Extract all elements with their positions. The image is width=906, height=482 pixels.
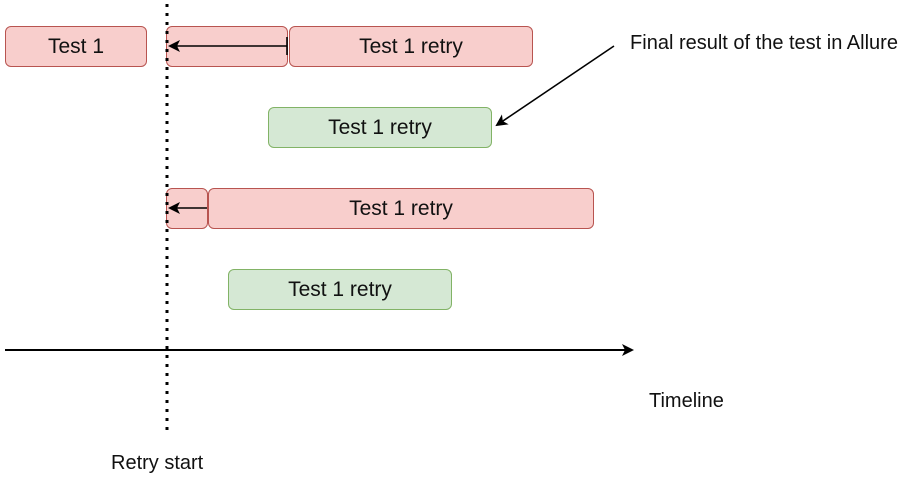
- row4-retry-label: Test 1 retry: [288, 277, 392, 301]
- row1-retry-overlap-box: [166, 26, 288, 67]
- row4-retry-box: Test 1 retry: [228, 269, 452, 310]
- final-result-note: Final result of the test in Allure: [630, 32, 898, 54]
- row3-retry-overlap-box: [166, 188, 208, 229]
- row3-retry-label: Test 1 retry: [349, 196, 453, 220]
- row1-retry-box: Test 1 retry: [289, 26, 533, 67]
- retry-start-label: Retry start: [111, 452, 204, 474]
- test-1-box: Test 1: [5, 26, 147, 67]
- row1-retry-label: Test 1 retry: [359, 34, 463, 58]
- row3-retry-box: Test 1 retry: [208, 188, 594, 229]
- row2-retry-label: Test 1 retry: [328, 115, 432, 139]
- row2-retry-box: Test 1 retry: [268, 107, 492, 148]
- test-1-label: Test 1: [47, 34, 105, 58]
- timeline-label: Timeline: [649, 390, 724, 412]
